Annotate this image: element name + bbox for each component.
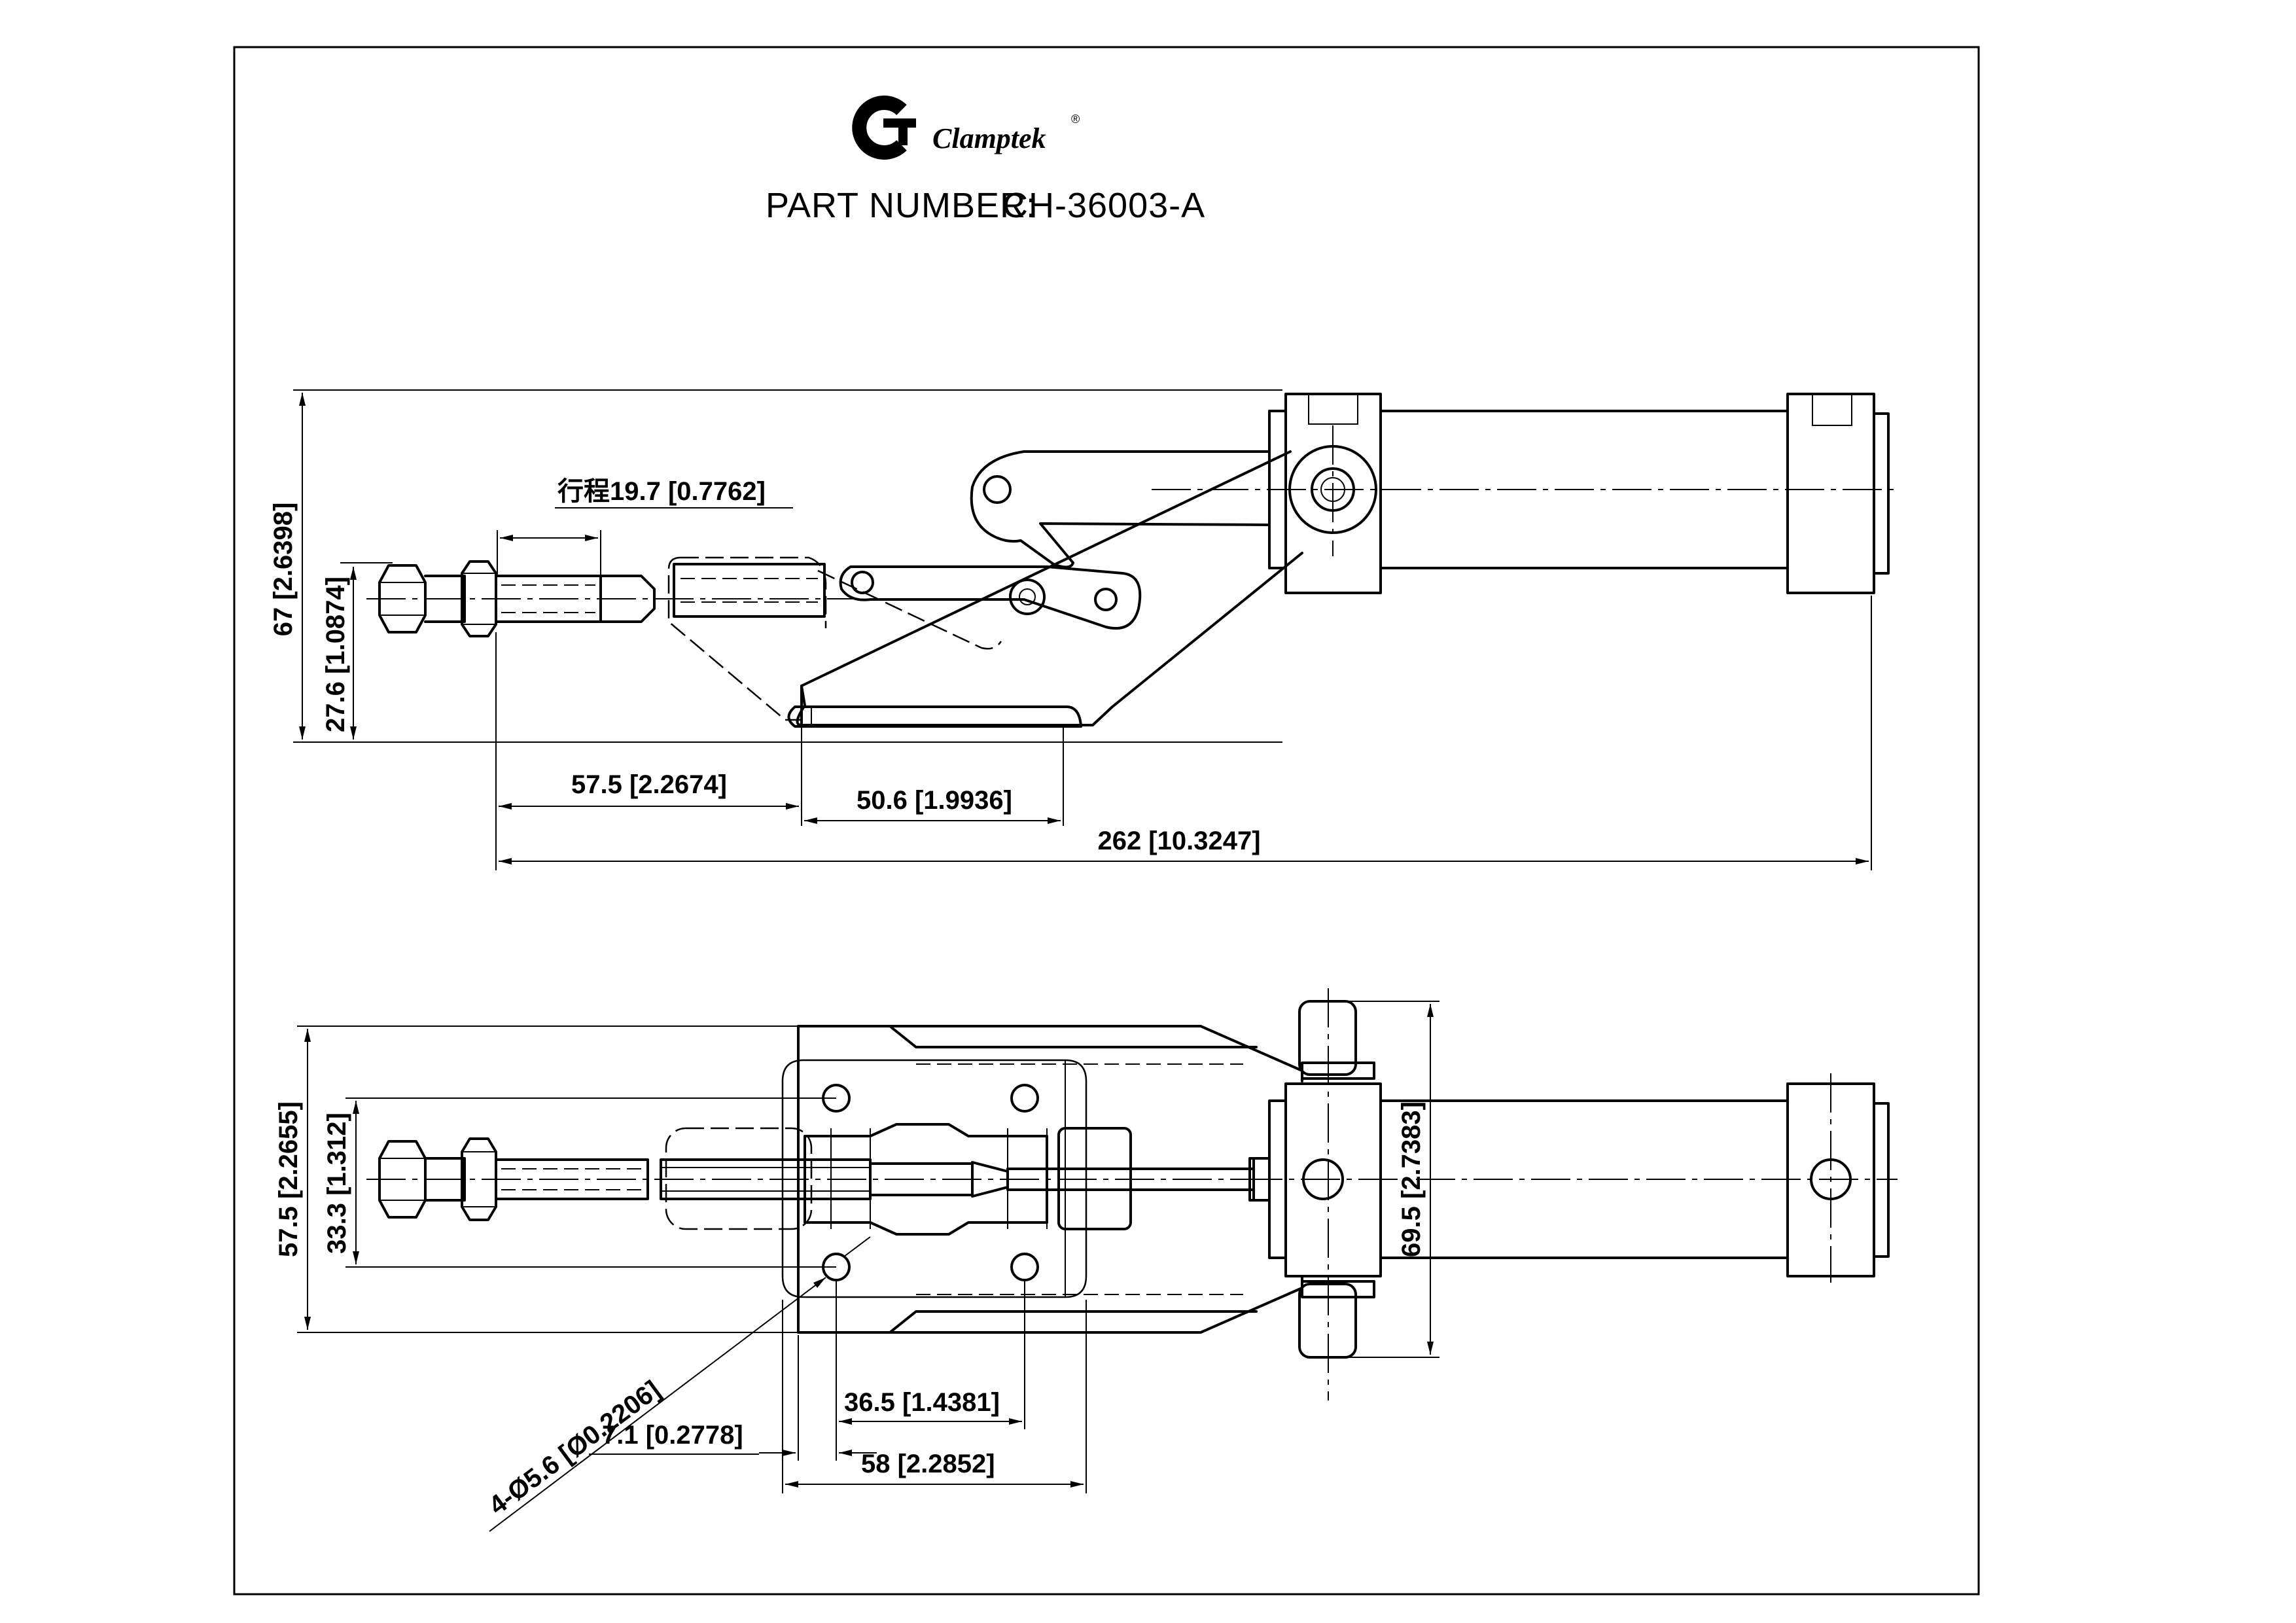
lever-link xyxy=(839,565,1142,630)
dim-hole-edge-offset: 7.1 [0.2778] xyxy=(602,1421,743,1450)
side-view-dimensions: 67 [2.6398] 27.6 [1.0874] 行程19.7 [0.7762… xyxy=(269,389,1872,870)
plan-view-dimensions: 57.5 [2.2655] 33.3 [1.312] 69.5 [2.7383]… xyxy=(274,1001,1439,1532)
open-position-ghost xyxy=(667,556,1002,721)
dim-overall-length: 262 [10.3247] xyxy=(1097,827,1260,855)
dim-pivot-width: 69.5 [2.7383] xyxy=(1397,1101,1426,1257)
brand-name: Clamptek xyxy=(932,122,1046,154)
plan-linkage xyxy=(660,1123,1271,1236)
part-number-label: PART NUMBER: xyxy=(766,186,1036,225)
dim-plunger-height: 27.6 [1.0874] xyxy=(321,577,350,732)
cylinder-body xyxy=(1152,393,1898,594)
plan-base xyxy=(781,1059,1087,1298)
dim-hole-spacing-x: 36.5 [1.4381] xyxy=(844,1388,1000,1417)
mount-hole-top-right xyxy=(1010,1084,1039,1113)
clamptek-logo: Clamptek ® xyxy=(852,96,1080,160)
plan-view: 57.5 [2.2655] 33.3 [1.312] 69.5 [2.7383]… xyxy=(274,988,1898,1532)
plunger-assembly xyxy=(366,560,857,637)
dim-stroke: 行程19.7 [0.7762] xyxy=(557,477,766,506)
dim-base-width: 58 [2.2852] xyxy=(861,1450,995,1478)
pivot-block xyxy=(1268,393,1382,594)
dim-overall-width: 57.5 [2.2655] xyxy=(274,1101,303,1257)
pivot-bore xyxy=(1302,1158,1344,1200)
plan-plunger-hardware xyxy=(366,1137,1243,1221)
drawing-border xyxy=(233,46,1980,1596)
dim-base-length: 50.6 [1.9936] xyxy=(857,786,1012,815)
registered-mark: ® xyxy=(1071,113,1080,126)
plan-pivot xyxy=(1252,988,1382,1400)
side-view: 67 [2.6398] 27.6 [1.0874] 行程19.7 [0.7762… xyxy=(269,389,1898,870)
mount-hole-bottom-right xyxy=(1010,1253,1039,1281)
clamp-arm xyxy=(787,450,1303,728)
title-block: Clamptek ® PART NUMBER: CH-36003-A xyxy=(766,96,1205,225)
logo-c-mark xyxy=(852,96,907,160)
dim-hole-spacing-y: 33.3 [1.312] xyxy=(323,1113,351,1254)
dim-plunger-to-base: 57.5 [2.2674] xyxy=(571,770,727,799)
plan-frame xyxy=(797,1025,1303,1334)
dim-overall-height: 67 [2.6398] xyxy=(269,503,298,637)
logo-t-mark xyxy=(883,118,916,145)
part-number: CH-36003-A xyxy=(1002,186,1205,225)
